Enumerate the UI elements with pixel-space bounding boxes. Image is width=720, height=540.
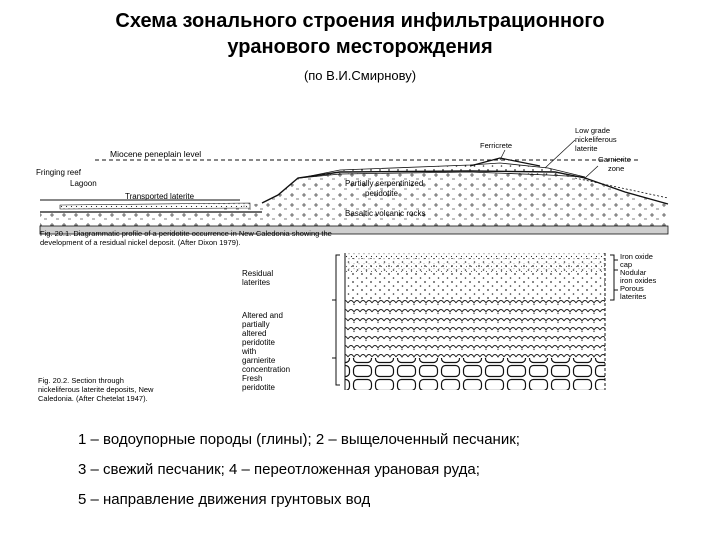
label-ferricrete: Ferricrete	[480, 141, 512, 150]
label-low-grade-2: nickeliferous	[575, 135, 617, 144]
basaltic-layer	[39, 225, 669, 235]
label-altered-4: peridotite	[242, 338, 275, 347]
figures-svg: Miocene peneplain level Ferricrete Low g…	[36, 126, 669, 403]
slide-subtitle: (по В.И.Смирнову)	[303, 68, 417, 83]
label-altered-7: concentration	[242, 365, 290, 374]
figure1-caption-line-1: Fig. 20.1. Diagrammatic profile of a per…	[40, 229, 332, 238]
figure2-caption-line-1: Fig. 20.2. Section through	[38, 376, 124, 385]
section-altered-peridotite	[345, 300, 605, 358]
label-altered-6: garnierite	[242, 356, 276, 365]
label-fresh-2: peridotite	[242, 383, 275, 392]
section-nodular-iron	[345, 262, 605, 272]
label-porous-2: laterites	[620, 292, 647, 301]
transported-laterite	[59, 202, 251, 210]
label-iron-oxide-1: Iron oxide	[620, 252, 653, 261]
section-fresh-peridotite	[345, 358, 605, 390]
label-residual-1: Residual	[242, 269, 273, 278]
label-residual-2: laterites	[242, 278, 270, 287]
ferricrete-layer	[469, 157, 541, 167]
hill-body	[40, 171, 668, 232]
label-lagoon: Lagoon	[70, 179, 97, 188]
label-partially-1: Partially serpentinized	[345, 179, 423, 188]
slide-title: Схема зонального строения инфильтрационн…	[0, 8, 720, 60]
label-low-grade-1: Low grade	[575, 126, 610, 135]
right-bracket	[610, 254, 618, 301]
title-line-2: уранового месторождения	[227, 36, 493, 58]
label-partially-2: peridotite	[365, 189, 398, 198]
label-garnierite-2: zone	[608, 164, 624, 173]
label-porous-1: Porous	[620, 284, 644, 293]
label-miocene: Miocene peneplain level	[110, 149, 201, 159]
label-fresh-1: Fresh	[242, 374, 262, 383]
figure1-profile: Miocene peneplain level Ferricrete Low g…	[36, 126, 669, 247]
leader-ferricrete	[499, 149, 506, 161]
label-altered-5: with	[241, 347, 256, 356]
label-nodular-1: Nodular	[620, 268, 647, 277]
laterite-cap	[299, 162, 586, 179]
legend: 1 – водоупорные породы (глины); 2 – выще…	[78, 430, 698, 520]
label-altered-3: altered	[242, 329, 266, 338]
figure2-section: Residual laterites Altered and partially…	[38, 252, 657, 403]
left-bracket	[332, 254, 340, 386]
section-iron-oxide-cap	[345, 253, 605, 260]
label-iron-oxide-2: cap	[620, 260, 632, 269]
legend-line-1: 1 – водоупорные породы (глины); 2 – выще…	[78, 431, 520, 448]
label-fringing-reef: Fringing reef	[36, 168, 82, 177]
figure2-caption-line-3: Caledonia. (After Chetelat 1947).	[38, 394, 148, 403]
label-garnierite-1: Garnierite	[598, 155, 631, 164]
leader-low-grade	[544, 139, 576, 169]
label-low-grade-3: laterite	[575, 144, 598, 153]
title-line-1: Схема зонального строения инфильтрационн…	[115, 10, 605, 32]
legend-line-3: 5 – направление движения грунтовых вод	[78, 491, 371, 508]
legend-line-2: 3 – свежий песчаник; 4 – переотложенная …	[78, 461, 480, 478]
label-altered-2: partially	[242, 320, 270, 329]
figure1-caption-line-2: development of a residual nickel deposit…	[40, 238, 241, 247]
label-nodular-2: iron oxides	[620, 276, 657, 285]
leader-garnierite	[584, 165, 599, 179]
label-basaltic: Basaltic volcanic rocks	[345, 209, 425, 218]
figure2-caption-line-2: nickeliferous laterite deposits, New	[38, 385, 154, 394]
label-altered-1: Altered and	[242, 311, 283, 320]
label-transported: Transported laterite	[125, 192, 195, 201]
